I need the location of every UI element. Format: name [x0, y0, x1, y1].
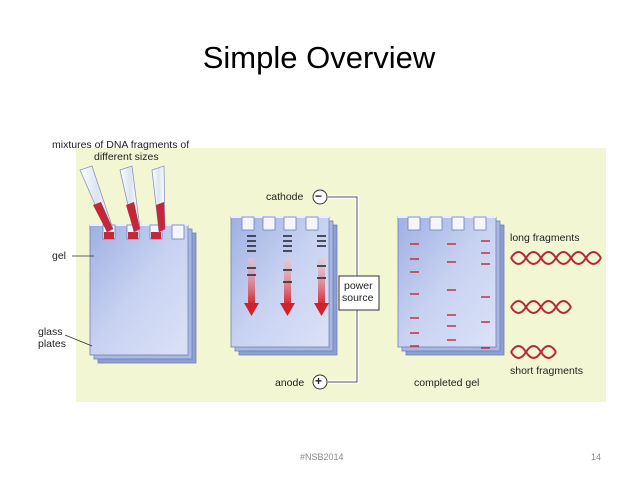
- glass-pointer-line: [64, 334, 93, 347]
- arrow-down-icon: [314, 258, 329, 316]
- gel-plate-completed: [397, 216, 505, 356]
- gel-electrophoresis-diagram: [64, 165, 602, 390]
- dna-medium-icon: [510, 300, 572, 314]
- anode-terminal: [312, 374, 328, 390]
- label-short-fragments: short fragments: [510, 365, 583, 377]
- label-cathode: cathode: [266, 191, 304, 203]
- gel-plate-running: [230, 216, 338, 356]
- separated-bands: [410, 240, 490, 349]
- page-number: 14: [591, 452, 602, 462]
- pipette-icons: [79, 165, 166, 233]
- label-dna-mixtures: mixtures of DNA fragments of: [52, 139, 190, 151]
- footer-tag: #NSB2014: [300, 452, 344, 462]
- pipette-icon: [151, 165, 166, 233]
- power-circuit: [312, 189, 380, 390]
- pipette-icon: [79, 165, 114, 233]
- gel-plate-loading: [89, 224, 197, 364]
- anode-plus-icon: +: [315, 374, 323, 388]
- label-glass: glass: [38, 326, 63, 338]
- dna-long-icon: [510, 251, 602, 265]
- label-gel: gel: [52, 250, 67, 262]
- pipette-icon: [119, 165, 141, 233]
- label-power: power: [344, 280, 373, 292]
- cathode-terminal: [312, 189, 328, 205]
- label-source: source: [342, 292, 374, 304]
- slide-title: Simple Overview: [202, 40, 436, 75]
- arrow-down-icon: [244, 258, 259, 316]
- label-dna-mixtures-line2: different sizes: [94, 151, 159, 163]
- power-source-box: [338, 275, 380, 311]
- label-plates: plates: [38, 338, 67, 350]
- label-long-fragments: long fragments: [510, 232, 580, 244]
- cathode-minus-icon: −: [315, 189, 323, 203]
- running-bands: [247, 235, 326, 283]
- label-completed-gel: completed gel: [414, 377, 480, 389]
- label-anode: anode: [275, 377, 305, 389]
- loaded-samples: [104, 232, 161, 239]
- dna-short-icon: [510, 345, 557, 359]
